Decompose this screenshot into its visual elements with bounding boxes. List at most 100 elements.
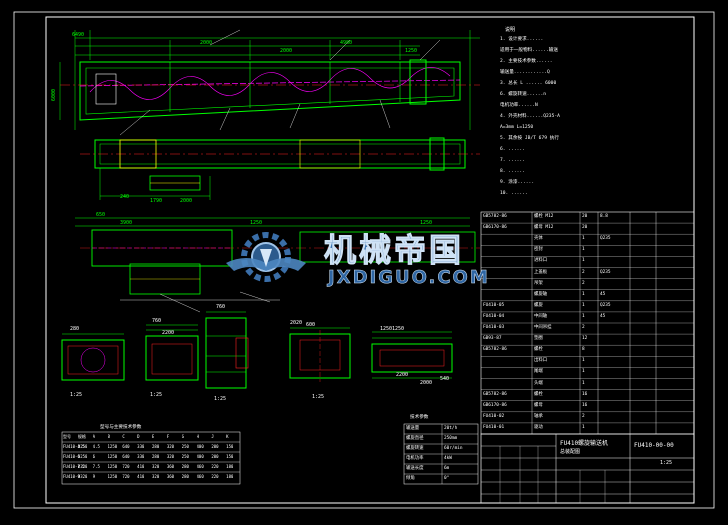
tech-cell: 输送量: [406, 426, 420, 431]
note-line: 3. 总长 L ...... 6000: [500, 81, 557, 86]
tech-cell: 电机功率: [406, 456, 424, 461]
spec-cell: 7.5: [92, 464, 100, 469]
bom-cell: 2: [582, 280, 585, 286]
spec-header-cell: J: [211, 434, 214, 439]
spec-cell: 720: [122, 474, 130, 479]
bom-cell: 2: [582, 269, 585, 275]
title-block-subtitle: 总装配图: [560, 449, 581, 455]
bom-cell: Q235: [600, 302, 611, 308]
bom-cell: 1: [582, 358, 585, 364]
spec-cell: 4.5: [92, 444, 100, 449]
spec-cell: 1250: [107, 464, 118, 469]
bom-cell: 吊架: [534, 280, 543, 286]
bom-cell: GB6170-86: [483, 225, 507, 231]
section-dim: 760: [152, 318, 162, 324]
dim-label: 4980: [340, 40, 353, 46]
spec-cell: 6: [92, 454, 96, 459]
bom-cell: 螺栓: [534, 347, 543, 353]
dim-label: 2020: [290, 320, 303, 326]
dim-label: 2200: [162, 330, 175, 336]
bom-cell: 45: [600, 313, 606, 319]
gear-logo-icon: [226, 232, 306, 282]
side-view: [75, 217, 480, 313]
dim-label: 1790: [150, 198, 163, 204]
dim-label: 650: [96, 212, 106, 218]
spec-cell: 400: [196, 444, 204, 449]
note-line: 6. ......: [500, 147, 525, 152]
section-scale-label: 1:25: [150, 392, 163, 398]
bom-cell: 螺母: [534, 402, 543, 408]
spec-cell: 1250: [107, 474, 118, 479]
bom-cell: 2: [582, 325, 585, 330]
spec-cell: 180: [226, 464, 234, 469]
note-line: 8. ......: [500, 169, 525, 174]
dim-label: 6490: [72, 32, 85, 38]
bom-cell: 20: [582, 225, 588, 231]
tech-cell: 250mm: [444, 436, 458, 441]
bom-cell: 16: [582, 391, 588, 397]
bom-cell: 螺旋轴: [534, 291, 548, 297]
bom-cell: 12: [582, 336, 588, 342]
section-dim: 280: [70, 326, 80, 332]
note-line: 9. 涂漆......: [500, 180, 535, 185]
bom-cell: 1: [582, 291, 585, 297]
bom-cell: 轴承: [534, 413, 543, 419]
section-views: [61, 311, 453, 389]
spec-header-cell: K: [226, 434, 229, 439]
spec-cell: 320: [166, 454, 175, 459]
note-line: 电机功率......N: [500, 103, 538, 108]
bom-cell: 1: [582, 313, 585, 319]
bom-cell: 1: [582, 380, 585, 386]
spec-cell: 180: [226, 474, 234, 479]
note-line: 6. 螺旋转速......n: [500, 92, 547, 97]
note-line: 10. ......: [500, 191, 528, 196]
spec-table-title: 型号与主要技术参数: [100, 425, 142, 430]
section-dim: 760: [216, 304, 226, 310]
spec-cell: 320: [166, 444, 175, 449]
dim-label: 3900: [120, 220, 133, 226]
section-dim: 540: [440, 376, 450, 382]
dim-label: 2000: [280, 48, 293, 54]
bom-cell: 1: [582, 424, 585, 430]
bom-cell: 螺栓 M12: [534, 214, 554, 219]
bom-cell: 螺栓: [534, 391, 543, 397]
bom-cell: GB93-87: [483, 336, 502, 342]
notes-title: 说明: [505, 27, 516, 33]
tech-table-title: 技术参数: [410, 415, 429, 420]
bom-cell: 中间吊挂: [534, 325, 552, 330]
spec-header-cell: E: [152, 434, 155, 439]
title-block-title: FU410螺旋输送机: [560, 440, 609, 447]
spec-cell: 220: [211, 464, 219, 469]
spec-cell: 280: [152, 454, 160, 459]
note-line: 1. 设计要求......: [500, 37, 544, 42]
section-scale-label: 1:25: [214, 396, 227, 402]
spec-cell: 640: [122, 444, 130, 449]
spec-cell: 320: [152, 464, 160, 469]
bom-cell: 出料口: [534, 358, 548, 364]
spec-table-frame: [61, 431, 241, 485]
spec-cell: 410: [137, 474, 145, 479]
note-line: 7. ......: [500, 158, 525, 163]
spec-header-cell: 规格: [77, 434, 86, 439]
spec-cell: FU410-6: [63, 454, 80, 459]
spec-cell: 720: [122, 464, 130, 469]
spec-cell: D320: [77, 474, 88, 479]
spec-cell: D250: [77, 454, 88, 459]
note-line: 5. 其余按 JB/T 679 执行: [500, 136, 559, 141]
tech-table-frame: [403, 423, 479, 485]
bom-cell: 驱动: [534, 424, 543, 430]
spec-cell: 150: [226, 454, 234, 459]
title-block-scale: 1:25: [660, 460, 673, 466]
dim-label: 2000: [180, 198, 193, 204]
tech-cell: 输送长度: [406, 466, 424, 471]
bom-cell: 垫圈: [534, 336, 543, 342]
note-line: 4. 外壳材料......Q235-A: [500, 114, 560, 119]
bom-cell: 16: [582, 402, 588, 408]
bom-cell: 螺旋: [534, 302, 543, 308]
spec-cell: 1250: [107, 454, 118, 459]
spec-header-cell: H: [196, 434, 199, 439]
bom-cell: 1: [582, 369, 585, 375]
